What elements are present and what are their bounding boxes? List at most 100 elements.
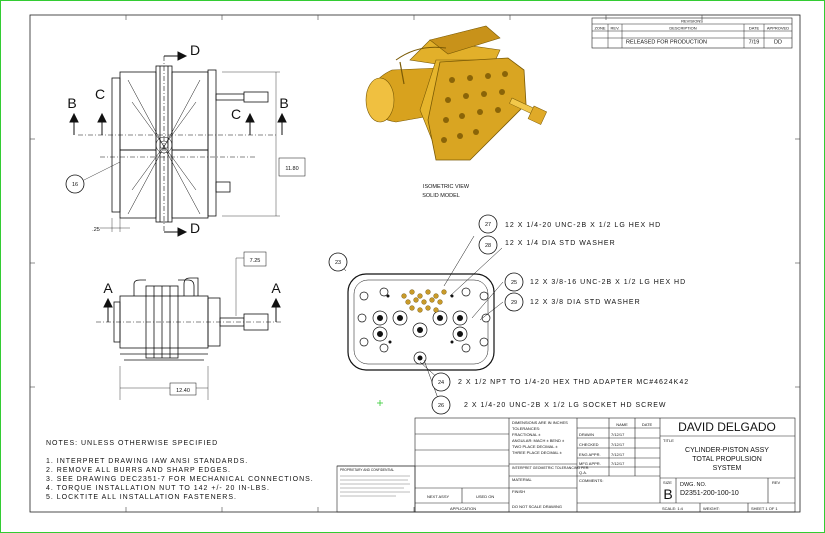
rev-col-rev: REV. xyxy=(611,26,620,31)
title-line-1: CYLINDER-PISTON ASSY xyxy=(685,447,769,454)
dwg-no-value: D2351-200-100-10 xyxy=(680,490,739,497)
section-letter-c-left: C xyxy=(95,86,105,102)
proprietary-text-lines xyxy=(340,475,410,497)
tol-line-6: THREE PLACE DECIMAL ± xyxy=(512,450,563,455)
row-comments: COMMENTS: xyxy=(579,478,603,483)
svg-text:24: 24 xyxy=(438,380,444,386)
scale-label: SCALE: 1:4 xyxy=(662,506,684,511)
isometric-caption-2: SOLID MODEL xyxy=(422,193,460,199)
tol-line-5: TWO PLACE DECIMAL ± xyxy=(512,444,558,449)
proprietary-header: PROPRIETARY AND CONFIDENTIAL xyxy=(340,468,394,472)
col-name: NAME xyxy=(616,422,628,427)
callout-24-text: 2 X 1/2 NPT TO 1/4-20 HEX THD ADAPTER MC… xyxy=(458,379,689,386)
finish-label: FINISH xyxy=(512,489,525,494)
callout-28: 28 12 X 1/4 DIA STD WASHER xyxy=(478,235,616,255)
svg-text:29: 29 xyxy=(511,300,517,306)
note-1: 1. INTERPRET DRAWING IAW ANSI STANDARDS. xyxy=(46,458,248,465)
callout-16: 16 xyxy=(65,174,85,194)
rev-label: REV xyxy=(772,480,781,485)
svg-text:12.40: 12.40 xyxy=(176,388,190,394)
next-assy-label: NEXT ASSY xyxy=(427,494,449,499)
svg-text:11.80: 11.80 xyxy=(285,166,298,172)
callout-27-text: 12 X 1/4-20 UNC-2B X 1/2 LG HEX HD xyxy=(505,222,661,229)
front-view xyxy=(78,56,280,232)
row-mfg-appr: MFG APPR. xyxy=(579,461,601,466)
callout-28-text: 12 X 1/4 DIA STD WASHER xyxy=(505,240,616,247)
manifold-plate xyxy=(337,235,504,405)
interpret-label: INTERPRET GEOMETRIC TOLERANCING PER: xyxy=(512,466,589,470)
note-3: 3. SEE DRAWING DEC2351-7 FOR MECHANICAL … xyxy=(46,476,314,483)
bolt-cluster xyxy=(401,289,447,313)
title-line-2: TOTAL PROPULSION xyxy=(692,456,762,463)
size-value: B xyxy=(663,486,672,502)
note-4: 4. TORQUE INSTALLATION NUT TO 142 +/- 20… xyxy=(46,485,270,492)
company-name: DAVID DELGADO xyxy=(678,420,776,434)
callout-16-num: 16 xyxy=(72,182,78,188)
callout-27: 27 12 X 1/4-20 UNC-2B X 1/2 LG HEX HD xyxy=(478,214,661,234)
rev-col-date: DATE xyxy=(749,26,760,31)
mfg-date: 7/12/17 xyxy=(611,461,625,466)
dim-height: 11.80 xyxy=(278,157,306,177)
callout-25-text: 12 X 3/8-16 UNC-2B X 1/2 LG HEX HD xyxy=(530,279,686,286)
sheet-label: SHEET 1 OF 1 xyxy=(751,506,778,511)
dim-bottom-width: 12.40 xyxy=(169,382,197,396)
application-label: APPLICATION xyxy=(450,506,476,511)
title-label: TITLE xyxy=(663,438,674,443)
tol-line-4: ANGULAR: MACH ± BEND ± xyxy=(512,438,565,443)
svg-text:28: 28 xyxy=(485,243,491,249)
section-letter-a-left: A xyxy=(103,280,113,296)
isometric-model xyxy=(365,25,548,161)
weight-label: WEIGHT: xyxy=(703,506,720,511)
zone-ticks xyxy=(30,15,800,512)
row-eng-appr: ENG APPR. xyxy=(579,452,601,457)
section-letter-d-bottom: D xyxy=(190,220,200,236)
title-block-text: DAVID DELGADO TITLE CYLINDER-PISTON ASSY… xyxy=(340,420,781,511)
note-5: 5. LOCKTITE ALL INSTALLATION FASTENERS. xyxy=(46,494,237,501)
size-label: SIZE xyxy=(663,480,672,485)
isometric-caption-1: ISOMETRIC VIEW xyxy=(423,184,470,190)
section-letter-b-left: B xyxy=(67,95,76,111)
dim-top-bottom: 7.25 xyxy=(243,251,267,267)
svg-text:26: 26 xyxy=(438,403,444,409)
svg-text:27: 27 xyxy=(485,222,491,228)
side-view xyxy=(96,257,282,400)
rev-col-zone: ZONE xyxy=(594,26,605,31)
callout-29: 29 12 X 3/8 DIA STD WASHER xyxy=(504,292,641,312)
svg-text:7.25: 7.25 xyxy=(250,258,261,264)
rev-col-approved: APPROVED xyxy=(767,26,789,31)
dwg-no-label: DWG. NO. xyxy=(680,482,707,488)
do-not-scale: DO NOT SCALE DRAWING xyxy=(512,504,562,509)
tol-line-1: DIMENSIONS ARE IN INCHES xyxy=(512,420,568,425)
material-label: MATERIAL xyxy=(512,477,532,482)
revisions-table: REVISIONS ZONE REV. DESCRIPTION DATE APP… xyxy=(591,17,793,49)
section-arrows-top xyxy=(69,51,287,237)
section-letter-b-right: B xyxy=(279,95,288,111)
rev-row-description: RELEASED FOR PRODUCTION xyxy=(626,40,707,46)
callout-23: 23 xyxy=(328,252,348,272)
callout-26-text: 2 X 1/4-20 UNC-2B X 1/2 LG SOCKET HD SCR… xyxy=(464,402,667,409)
rev-row-date: 7/19 xyxy=(749,40,760,46)
note-2: 2. REMOVE ALL BURRS AND SHARP EDGES. xyxy=(46,467,231,474)
section-letter-d-top: D xyxy=(190,42,200,58)
title-block xyxy=(336,417,796,513)
callout-24: 24 2 X 1/2 NPT TO 1/4-20 HEX THD ADAPTER… xyxy=(431,372,689,392)
callout-25: 25 12 X 3/8-16 UNC-2B X 1/2 LG HEX HD xyxy=(504,272,686,292)
callout-29-text: 12 X 3/8 DIA STD WASHER xyxy=(530,299,641,306)
rev-row-approved: DD xyxy=(774,40,782,46)
col-date: DATE xyxy=(642,422,653,427)
section-letter-a-right: A xyxy=(271,280,281,296)
title-line-3: SYSTEM xyxy=(713,465,742,472)
checked-date: 7/12/17 xyxy=(611,442,625,447)
svg-text:23: 23 xyxy=(335,260,341,266)
dim-left: .25 xyxy=(92,227,100,233)
row-checked: CHECKED xyxy=(579,442,599,447)
row-drawn: DRAWN xyxy=(579,432,594,437)
tol-line-2: TOLERANCES: xyxy=(512,426,540,431)
svg-text:25: 25 xyxy=(511,280,517,286)
section-letter-c-right: C xyxy=(231,106,241,122)
eng-date: 7/12/17 xyxy=(611,452,625,457)
notes-block: NOTES: UNLESS OTHERWISE SPECIFIED 1. INT… xyxy=(46,440,314,501)
section-arrows-side xyxy=(103,297,281,322)
